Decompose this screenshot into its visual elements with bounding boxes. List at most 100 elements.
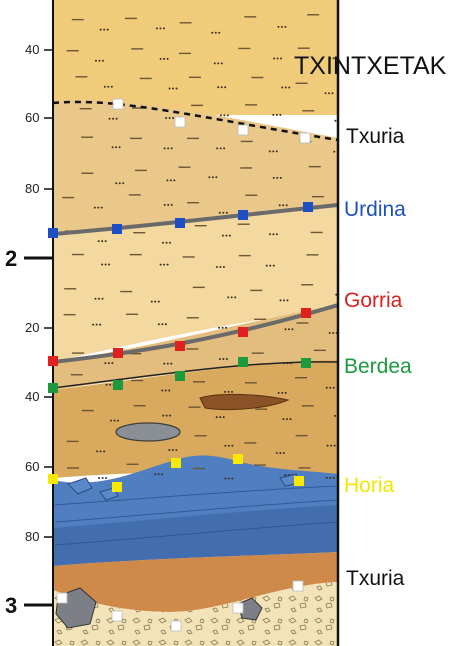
sample-marker-berdea-3 <box>175 371 185 381</box>
texture-dot <box>280 25 283 28</box>
texture-dot <box>278 204 281 207</box>
texture-dot <box>154 300 157 303</box>
texture-dot <box>230 296 233 299</box>
texture-dot <box>170 147 173 150</box>
texture-dot <box>101 59 104 62</box>
texture-dot <box>227 444 230 447</box>
texture-dot <box>279 451 282 454</box>
texture-dot <box>99 323 102 326</box>
texture-dot <box>97 206 100 209</box>
texture-dot <box>279 176 282 179</box>
texture-dot <box>332 476 335 479</box>
texture-dot <box>224 390 227 393</box>
texture-dot <box>325 386 328 389</box>
texture-dot <box>167 203 170 206</box>
texture-dot <box>285 418 288 421</box>
band-blue-dark <box>53 505 338 566</box>
depth-label-20: 20 <box>25 320 40 335</box>
texture-dot <box>288 86 291 89</box>
texture-dot <box>222 357 225 360</box>
texture-dot <box>112 117 115 120</box>
texture-dot <box>332 386 335 389</box>
texture-dot <box>343 176 345 178</box>
texture-dot <box>276 57 279 60</box>
depth-label-80-lower: 80 <box>25 529 40 544</box>
texture-dot <box>326 444 329 447</box>
texture-dot <box>92 323 95 326</box>
texture-dot <box>347 176 349 178</box>
texture-dot <box>219 114 222 117</box>
sample-marker-urdina-2 <box>112 224 122 234</box>
sample-marker-berdea-4 <box>238 357 248 367</box>
texture-dot <box>99 450 102 453</box>
texture-dot <box>172 87 175 90</box>
boundary-txuria-top <box>53 100 338 142</box>
texture-dot <box>282 299 285 302</box>
layer-label-berdea: Berdea <box>344 355 412 378</box>
texture-dot <box>345 24 347 26</box>
texture-dot <box>325 476 328 479</box>
texture-dot <box>281 86 284 89</box>
sample-marker-berdea-2 <box>113 380 123 390</box>
texture-dot <box>118 182 121 185</box>
texture-dot <box>213 62 216 65</box>
texture-dot <box>219 147 222 150</box>
texture-dot <box>272 176 275 179</box>
sample-marker-gorria-5 <box>301 308 311 318</box>
texture-dot <box>115 117 118 120</box>
texture-dot <box>172 117 175 120</box>
burrow <box>199 393 290 411</box>
texture-dot <box>346 241 348 243</box>
sample-marker-gorria-3 <box>175 341 185 351</box>
texture-dot <box>234 296 237 299</box>
band-light-upper <box>53 99 338 236</box>
sample-marker-txuria-bottom-2 <box>111 610 123 622</box>
texture-dot <box>341 415 343 417</box>
layer-label-horia: Horia <box>344 474 395 497</box>
texture-dot <box>222 265 225 268</box>
texture-dot <box>161 389 164 392</box>
texture-dot <box>108 117 111 120</box>
texture-dot <box>328 331 331 334</box>
texture-dot <box>159 27 162 30</box>
texture-dot <box>104 362 107 365</box>
depth-label-2m: 2 <box>5 246 18 271</box>
diagram-title: TXINTXETAK <box>294 52 447 80</box>
texture-dot <box>285 204 288 207</box>
sample-marker-urdina-5 <box>303 202 313 212</box>
sample-marker-horia-3 <box>171 458 181 468</box>
texture-dot <box>231 477 234 480</box>
sample-marker-urdina-1 <box>48 228 58 238</box>
layer-label-urdina: Urdina <box>344 198 406 221</box>
texture-dot <box>165 241 168 244</box>
texture-dot <box>344 264 346 266</box>
texture-dot <box>159 263 162 266</box>
texture-dot <box>227 477 230 480</box>
texture-dot <box>100 206 103 209</box>
sample-marker-txuria-top-3 <box>237 124 249 136</box>
texture-dot <box>218 357 221 360</box>
sample-marker-txuria-bottom-3 <box>170 620 182 632</box>
depth-label-40-lower: 40 <box>25 389 40 404</box>
texture-dot <box>157 473 160 476</box>
texture-dot <box>162 241 165 244</box>
texture-dot <box>339 206 341 208</box>
texture-dot <box>332 331 335 334</box>
sample-marker-horia-1 <box>48 474 58 484</box>
texture-dot <box>162 414 165 417</box>
texture-dot <box>163 147 166 150</box>
texture-dot <box>167 147 170 150</box>
texture-dot <box>118 146 121 149</box>
texture-dot <box>105 383 108 386</box>
texture-dot <box>280 57 283 60</box>
texture-dot <box>272 264 275 267</box>
texture-dot <box>216 147 219 150</box>
texture-dot <box>231 390 234 393</box>
layer-label-txuria-bottom: Txuria <box>346 567 405 590</box>
texture-dot <box>166 263 169 266</box>
texture-dot <box>215 265 218 268</box>
sample-marker-gorria-4 <box>238 327 248 337</box>
texture-dot <box>99 28 102 31</box>
band-pale <box>53 204 338 362</box>
texture-dot <box>101 240 104 243</box>
